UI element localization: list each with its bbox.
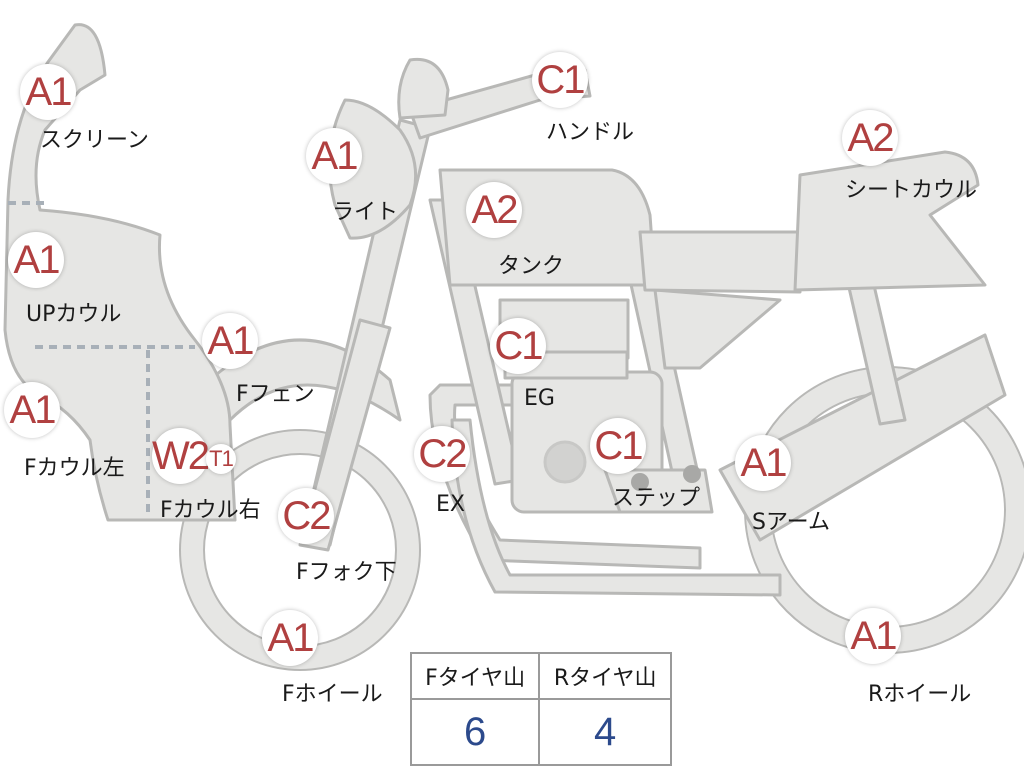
label-ex: EX [436, 492, 465, 517]
label-handle: ハンドル [546, 120, 635, 145]
rear-tread-value: 4 [538, 698, 672, 766]
grade-rwheel: A1 [845, 608, 901, 664]
label-sarm: Sアーム [752, 510, 830, 535]
label-ffork: Fフォク下 [296, 560, 397, 585]
label-fcowl-r: Fカウル右 [160, 498, 261, 523]
label-tank: タンク [498, 254, 565, 279]
grade-tank: A2 [466, 182, 522, 238]
grade-light: A1 [306, 128, 362, 184]
grade-ex: C2 [414, 426, 470, 482]
grade-handle: C1 [532, 52, 588, 108]
grade-seatcowl: A2 [842, 110, 898, 166]
grade-fcowl-l: A1 [4, 382, 60, 438]
grade-upcowl: A1 [8, 232, 64, 288]
label-fwheel: Fホイール [282, 682, 383, 707]
seat-cowl-shape [793, 150, 987, 292]
seat-shape [638, 230, 802, 294]
front-tread-value: 6 [409, 698, 541, 766]
grade-fcowl-r-secondary: T1 [206, 444, 236, 474]
grade-step: C1 [590, 418, 646, 474]
label-step: ステップ [612, 486, 701, 511]
rear-tread-header: Rタイヤ山 [538, 652, 672, 700]
label-fcowl-l: Fカウル左 [24, 456, 125, 481]
grade-fcowl-r: W2 [152, 428, 210, 484]
label-ffender: Fフェン [236, 382, 315, 407]
label-seatcowl: シートカウル [845, 178, 978, 203]
label-rwheel: Rホイール [868, 682, 972, 707]
tire-tread-table: Fタイヤ山 Rタイヤ山 6 4 [409, 652, 672, 766]
grade-fwheel: A1 [262, 610, 318, 666]
grade-sarm: A1 [735, 435, 791, 491]
label-eg: EG [524, 386, 555, 411]
front-tread-header: Fタイヤ山 [409, 652, 541, 700]
label-light: ライト [332, 200, 399, 225]
fairing-shape [3, 23, 237, 522]
label-screen: スクリーン [40, 128, 149, 153]
grade-screen: A1 [20, 64, 76, 120]
grade-eg: C1 [490, 318, 546, 374]
grade-ffender: A1 [202, 313, 258, 369]
label-upcowl: UPカウル [26, 302, 122, 327]
grade-ffork: C2 [278, 488, 334, 544]
